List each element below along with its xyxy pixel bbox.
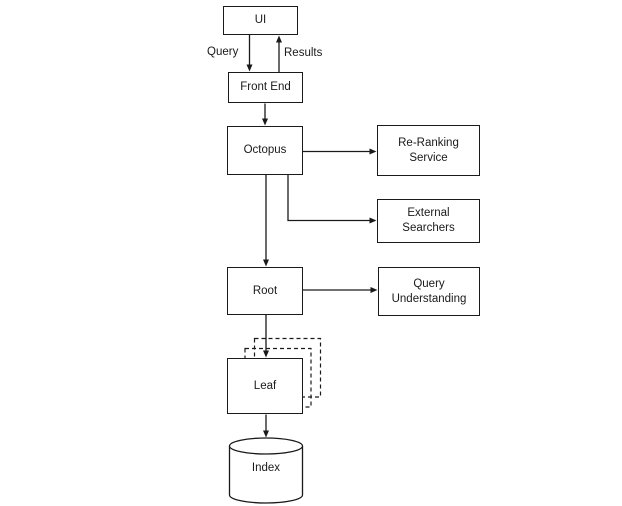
arrow-leaf-to-index xyxy=(263,414,269,438)
arrow-ui-to-frontend xyxy=(246,35,253,72)
node-front-end: Front End xyxy=(228,72,303,103)
arrow-octopus-to-external xyxy=(287,175,377,224)
node-query-understanding: Query Understanding xyxy=(378,267,480,316)
node-leaf: Leaf xyxy=(227,358,303,414)
arrow-root-to-query-understanding xyxy=(303,287,378,293)
arrow-root-to-leaf xyxy=(263,315,269,358)
edge-label-results: Results xyxy=(284,47,323,59)
node-external-searchers: External Searchers xyxy=(377,199,480,243)
index-cylinder xyxy=(228,437,304,504)
node-index-label: Index xyxy=(251,462,281,474)
arrow-octopus-to-root xyxy=(263,175,269,267)
node-octopus: Octopus xyxy=(227,126,303,175)
arrow-octopus-to-reranking xyxy=(303,148,377,155)
node-ui: UI xyxy=(223,6,298,35)
arrow-frontend-to-octopus xyxy=(262,103,268,126)
node-root: Root xyxy=(227,267,303,315)
edge-label-query: Query xyxy=(207,46,239,58)
node-re-ranking-service: Re-Ranking Service xyxy=(377,125,480,176)
arrow-frontend-to-ui xyxy=(276,35,282,72)
